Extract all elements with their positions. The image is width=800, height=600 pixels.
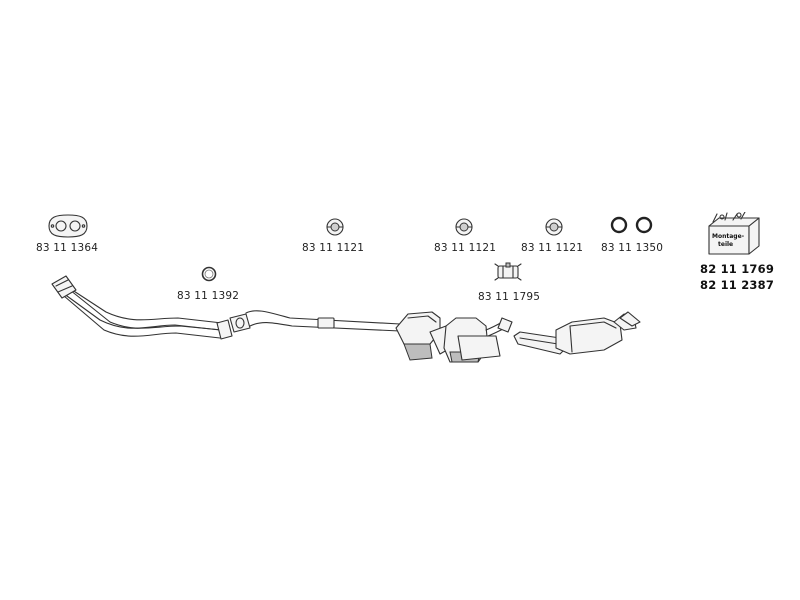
- o-ring-pair-icon: [610, 216, 653, 234]
- centre-silencer: [443, 317, 513, 363]
- middle-pipe: [245, 310, 401, 332]
- svg-text:Montage-: Montage-: [712, 233, 745, 240]
- svg-text:teile: teile: [718, 241, 733, 248]
- label-hanger-3: 83 11 1121: [521, 242, 584, 254]
- label-hanger-1: 83 11 1121: [302, 242, 365, 254]
- front-downpipe: [51, 275, 233, 340]
- mounting-kit-box-icon: Montage- teile: [708, 212, 760, 255]
- label-hanger-2: 83 11 1121: [434, 242, 497, 254]
- label-kit-1: 82 11 1769: [700, 262, 775, 276]
- rubber-hanger-icon: [455, 218, 473, 236]
- label-sealing-ring: 83 11 1392: [177, 290, 240, 302]
- rubber-hanger-icon: [545, 218, 563, 236]
- label-kit-2: 82 11 2387: [700, 278, 775, 292]
- pipe-flange-joint: [229, 313, 251, 333]
- label-o-rings: 83 11 1350: [601, 242, 664, 254]
- label-pipe-clamp: 83 11 1795: [478, 291, 541, 303]
- rubber-hanger-icon: [326, 218, 344, 236]
- flange-gasket-icon: [48, 214, 88, 238]
- sealing-ring-icon: [201, 266, 217, 282]
- rear-silencer: [555, 311, 641, 355]
- pipe-clamp-icon: [494, 262, 522, 281]
- label-flange-gasket: 83 11 1364: [36, 242, 99, 254]
